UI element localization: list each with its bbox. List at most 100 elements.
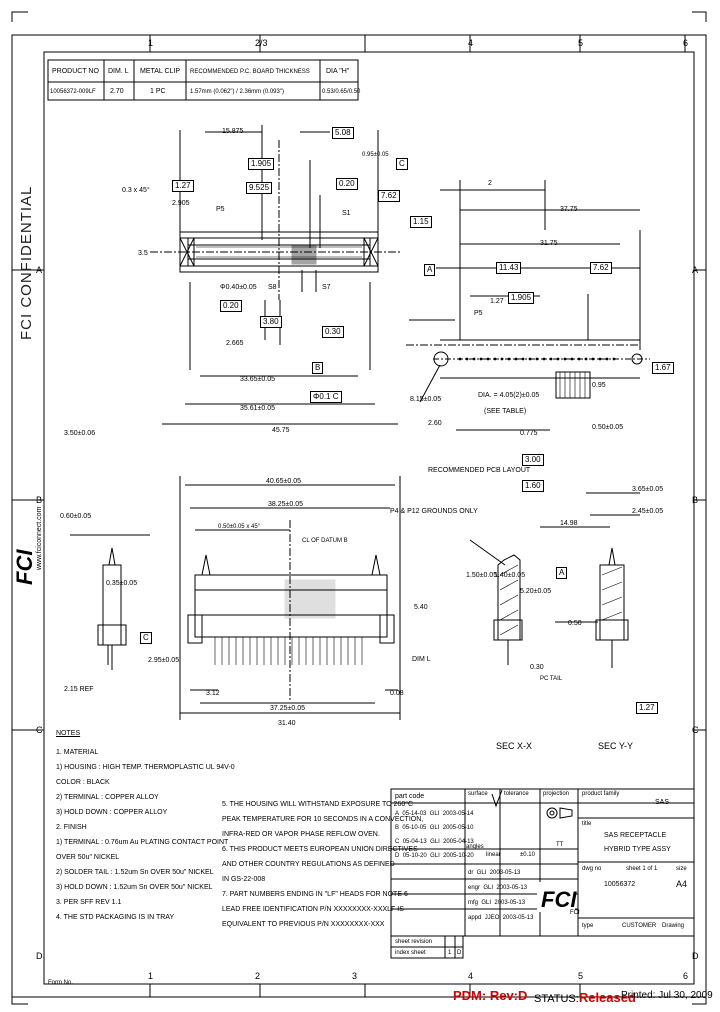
- dim-2905: 2.905: [172, 200, 190, 207]
- tb-index-1: 1: [448, 950, 452, 956]
- tb-product-family: SAS: [655, 799, 670, 806]
- note-line: AND OTHER COUNTRY REGULATIONS AS DEFINED: [222, 861, 395, 868]
- note-line: 7. PART NUMBERS ENDING IN "LF" HEADS FOR…: [222, 891, 408, 898]
- grid-bottom-col-5: 5: [578, 971, 584, 981]
- dim-chamfer: 0.3 x 45°: [122, 187, 150, 194]
- dim-365: 3.65±0.05: [632, 486, 664, 493]
- dim-095b: 0.95: [592, 382, 606, 389]
- dim-035: 0.35±0.05: [106, 580, 138, 587]
- dim-160: 1.60: [522, 480, 544, 492]
- tb-tol-value: ±0.10: [520, 852, 535, 858]
- see-table: (SEE TABLE): [484, 408, 527, 415]
- dim-008: 0.08: [390, 690, 404, 697]
- note-line: 1. MATERIAL: [56, 749, 99, 756]
- dim-s1: S1: [342, 210, 351, 217]
- role-row: engr GLI 2003-05-13: [468, 885, 528, 891]
- note-line: 2) SOLDER TAIL : 1.52um Sn OVER 50u" NIC…: [56, 869, 214, 876]
- dim-p5: P5: [216, 206, 225, 213]
- dim-3775: 37.75: [560, 206, 578, 213]
- dim-3725: 37.25±0.05: [270, 705, 305, 712]
- dim-0775: 0.775: [520, 430, 538, 437]
- dim-115: 1.15: [410, 216, 432, 228]
- role-row: appd JJEO 2003-05-13: [468, 915, 534, 921]
- grid-bottom-col-3: 3: [352, 971, 358, 981]
- tb-scale: TT: [556, 842, 564, 848]
- grid-bottom-col-2: 2: [255, 971, 261, 981]
- sec-xx-label: SEC X-X: [496, 741, 533, 751]
- grid-col-1: 1: [148, 38, 154, 48]
- tb-type: CUSTOMER: [622, 923, 657, 929]
- form-no: Form No.: [48, 980, 74, 986]
- tb-index-sheet: index sheet: [395, 950, 426, 956]
- revision-row: B 05-10-05 GLI 2005-05-10: [395, 825, 474, 831]
- dim-520: 5.20±0.05: [520, 588, 552, 595]
- note-line: PEAK TEMPERATURE FOR 10 SECONDS IN A CON…: [222, 816, 424, 823]
- dim-050x45: 0.50±0.05 x 45°: [218, 524, 261, 530]
- dim-050c: 0.50: [568, 620, 582, 627]
- dim-4065: 40.65±0.05: [266, 478, 301, 485]
- dim-fc: Φ0.1 C: [310, 391, 342, 403]
- note-line: LEAD FREE IDENTIFICATION P/N XXXXXXXX-XX…: [222, 906, 404, 913]
- dim-1905: 1.905: [248, 158, 275, 170]
- sec-yy-label: SEC Y-Y: [598, 741, 634, 751]
- tb-title-label: title: [582, 821, 592, 827]
- tb-size-label: size: [676, 866, 687, 872]
- dim-15875: 15.875: [222, 128, 244, 135]
- note-line: OVER 50u" NICKEL: [56, 854, 120, 861]
- tb-sheet-revision: sheet revision: [395, 939, 433, 945]
- confidential-label: FCI CONFIDENTIAL: [18, 185, 35, 340]
- dim-3140: 31.40: [278, 720, 296, 727]
- note-line: 3) HOLD DOWN : 1.52um Sn OVER 50u" NICKE…: [56, 884, 213, 891]
- note-line: 2) TERMINAL : COPPER ALLOY: [56, 794, 159, 801]
- pdm-rev: PDM: Rev:D: [453, 988, 528, 1003]
- tb-part-code: part code: [395, 793, 425, 800]
- dim-508: 5.08: [332, 127, 354, 139]
- dim-380: 3.80: [260, 316, 282, 328]
- note-line: 3) HOLD DOWN : COPPER ALLOY: [56, 809, 168, 816]
- grid-col-6: 6: [683, 38, 689, 48]
- dim-127c: 1.27: [636, 702, 658, 714]
- tb-title-line1: SAS RECEPTACLE: [604, 832, 667, 839]
- tb-dwg-no: 10056372: [604, 881, 636, 888]
- revision-list: A 05-14-03 GLI 2003-05-14 B 05-10-05 GLI…: [395, 807, 474, 863]
- dim-020b: 0.20: [220, 300, 242, 312]
- tb-index-d: D: [457, 950, 462, 956]
- tb-drawing: Drawing: [662, 923, 685, 929]
- note-line: 3. PER SFF REV 1.1: [56, 899, 122, 906]
- datum-a-box-2: A: [556, 567, 568, 579]
- pcb-layout-label: RECOMMENDED PCB LAYOUT: [428, 467, 531, 474]
- dim-020: 0.20: [336, 178, 358, 190]
- dim-312: 3.12: [206, 690, 220, 697]
- dim-1905b: 1.905: [508, 292, 535, 304]
- status: STATUS:Released: [534, 990, 636, 1005]
- note-line: EQUIVALENT TO PREVIOUS P/N XXXXXXXX-XXX: [222, 921, 385, 928]
- status-value: Released: [578, 990, 636, 1005]
- tb-tolerance: tolerance: [504, 791, 529, 797]
- dim-245: 2.45±0.05: [632, 508, 664, 515]
- p4-p12-note: P4 & P12 GROUNDS ONLY: [390, 508, 478, 515]
- grid-col-5: 5: [578, 38, 584, 48]
- datum-a-box: A: [424, 264, 436, 276]
- dim-1498: 14.98: [560, 520, 578, 527]
- dim-127: 1.27: [172, 180, 194, 192]
- note-line: 1) TERMINAL : 0.76um Au PLATING CONTACT …: [56, 839, 229, 846]
- grid-col-2: 2/3: [255, 38, 268, 48]
- note-line: IN GS-22-008: [222, 876, 266, 883]
- tb-linear: linear: [486, 852, 501, 858]
- tb-angles: angles: [466, 844, 484, 850]
- tb-product-family-label: product family: [582, 791, 620, 797]
- grid-row-d-right: D: [692, 951, 699, 961]
- dia-note: DIA. = 4.05(2)±0.05: [478, 392, 540, 399]
- dim-060: 0.60±0.05: [60, 513, 92, 520]
- hdr-product-no: PRODUCT NO: [52, 68, 99, 75]
- tb-type-label: type: [582, 923, 594, 929]
- datum-c-box-2: C: [396, 158, 408, 170]
- dim-p5b: P5: [474, 310, 483, 317]
- tb-sheet-label: sheet 1 of 1: [626, 866, 658, 872]
- dim-215ref: 2.15 REF: [64, 686, 94, 693]
- datum-b-box: B: [312, 362, 324, 374]
- tb-projection: projection: [543, 791, 570, 797]
- note-line: 6. THIS PRODUCT MEETS EUROPEAN UNION DIR…: [222, 846, 418, 853]
